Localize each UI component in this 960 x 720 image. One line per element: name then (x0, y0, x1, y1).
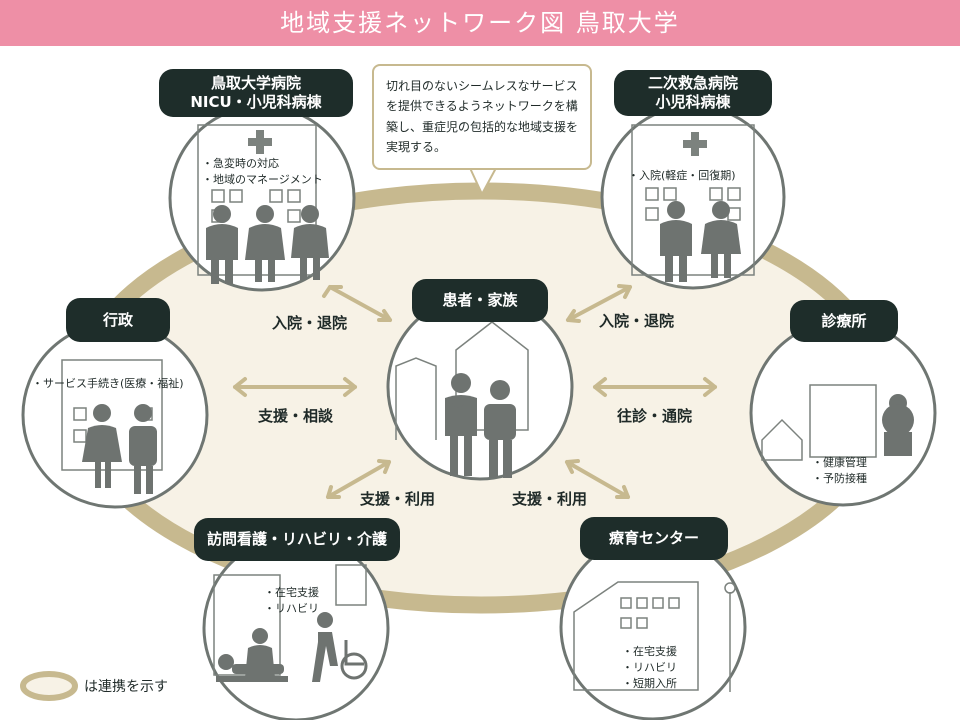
node-label-home-care: 訪問看護・リハビリ・介護 (194, 518, 400, 561)
notes-clinic: ・健康管理 ・予防接種 (812, 455, 867, 487)
patient-family-illustration (386, 293, 574, 481)
tottori-hospital-illustration (168, 104, 356, 292)
legend-swatch (20, 671, 78, 701)
node-label-secondary-hospital: 二次救急病院 小児科病棟 (614, 70, 772, 116)
nurse-icon (245, 628, 275, 678)
hospital-cross-icon (248, 130, 272, 154)
note-item: ・健康管理 (812, 456, 867, 469)
note-item: ・在宅支援 (622, 645, 677, 658)
arrow-right-top (566, 284, 632, 323)
note-item: ・入院(軽症・回復期) (628, 169, 736, 182)
doctor-icon (660, 201, 692, 282)
note-item: ・在宅支援 (264, 586, 319, 599)
edge-label-left-top: 入院・退院 (272, 314, 348, 332)
node-label-tottori-hospital: 鳥取大学病院 NICU・小児科病棟 (159, 69, 353, 117)
note-item: ・急変時の対応 (202, 157, 279, 170)
edge-label-left-mid: 支援・相談 (258, 407, 334, 425)
arrow-right-bottom (565, 459, 630, 499)
note-item: ・予防接種 (812, 471, 867, 485)
edge-label-right-bottom: 支援・利用 (512, 490, 588, 508)
node-label-clinic: 診療所 (790, 300, 898, 342)
gyosei-illustration (21, 321, 209, 509)
parent-with-child-icon (445, 373, 477, 476)
home-care-illustration (202, 534, 390, 720)
node-label-ryoiku: 療育センター (580, 517, 728, 560)
arrow-right-mid (593, 377, 717, 397)
wheelchair-icon (340, 640, 368, 680)
person-icon (129, 404, 157, 494)
note-item: ・リハビリ (622, 660, 677, 674)
page-title: 地域支援ネットワーク図 鳥取大学 (0, 0, 960, 46)
note-item: ・リハビリ (264, 601, 319, 615)
note-item: ・サービス手続き(医療・福祉) (32, 377, 184, 390)
legend-label: は連携を示す (84, 679, 168, 695)
note-item: ・地域のマネージメント (202, 172, 323, 186)
notes-ryoiku: ・在宅支援 ・リハビリ ・短期入所 (622, 644, 677, 692)
doctor-icon (206, 205, 238, 284)
person-icon (82, 404, 122, 488)
note-item: ・短期入所 (622, 676, 677, 690)
edge-label-right-mid: 往診・通院 (617, 407, 693, 425)
arrow-left-top (322, 285, 392, 322)
edge-label-right-top: 入院・退院 (599, 312, 675, 330)
notes-gyosei: ・サービス手続き(医療・福祉) (32, 376, 184, 392)
edge-label-left-bottom: 支援・利用 (360, 490, 436, 508)
nurse-icon (291, 205, 329, 280)
callout-box: 切れ目のないシームレスなサービスを提供できるようネットワークを構築し、重症児の包… (372, 64, 592, 170)
callout-tail (469, 167, 497, 197)
arrow-left-mid (233, 377, 357, 397)
node-label-gyosei: 行政 (66, 298, 170, 342)
nurse-icon (701, 201, 741, 278)
notes-home-care: ・在宅支援 ・リハビリ (264, 585, 319, 617)
walking-person-icon (312, 612, 338, 682)
parent-icon (484, 380, 516, 478)
notes-secondary-hospital: ・入院(軽症・回復期) (628, 168, 736, 184)
arrow-left-bottom (326, 459, 391, 499)
secondary-hospital-illustration (600, 104, 786, 290)
notes-tottori-hospital: ・急変時の対応 ・地域のマネージメント (202, 156, 323, 188)
hospital-cross-icon (683, 132, 707, 156)
nurse-icon (245, 205, 285, 282)
doctor-icon (882, 394, 914, 456)
node-label-center: 患者・家族 (412, 279, 548, 322)
